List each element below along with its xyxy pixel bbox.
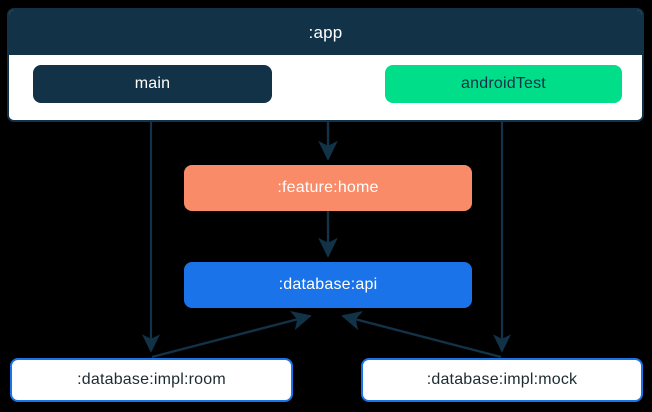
edge-room-to-database-api (151, 311, 312, 359)
module-database-api[interactable]: :database:api (184, 262, 472, 308)
module-database-impl-mock[interactable]: :database:impl:mock (361, 358, 643, 402)
source-set-androidtest[interactable]: androidTest (385, 65, 622, 103)
module-app-title: :app (9, 10, 642, 55)
edge-mock-to-database-api (341, 311, 502, 359)
module-app-container[interactable]: :app main androidTest (7, 8, 644, 122)
source-set-main[interactable]: main (33, 65, 272, 103)
module-database-impl-room[interactable]: :database:impl:room (10, 358, 293, 402)
module-app-source-sets: main androidTest (9, 55, 642, 120)
module-feature-home[interactable]: :feature:home (184, 165, 472, 211)
